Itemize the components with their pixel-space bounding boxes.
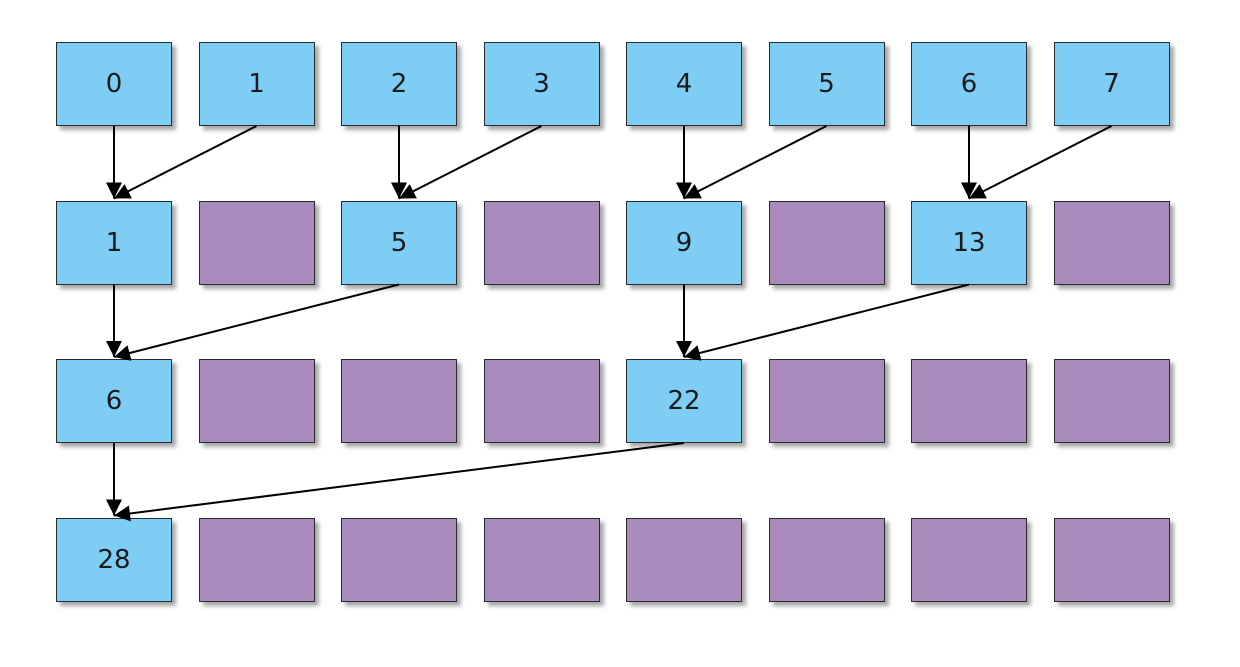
empty-cell (1053, 200, 1170, 285)
empty-cell (1053, 517, 1170, 602)
edge-arrow (113, 283, 400, 361)
value-cell: 22 (626, 359, 742, 443)
empty-cell (768, 517, 885, 602)
edge-arrow (683, 125, 827, 200)
edge-arrow (398, 125, 542, 200)
value-cell: 4 (626, 42, 742, 126)
empty-cell (483, 359, 600, 443)
value-cell: 5 (341, 200, 457, 285)
empty-cell (768, 200, 885, 285)
value-cell: 28 (56, 517, 172, 602)
value-cell: 7 (1053, 42, 1170, 126)
empty-cell (483, 200, 600, 285)
value-cell: 5 (768, 42, 885, 126)
value-cell: 2 (341, 42, 457, 126)
empty-cell (341, 359, 457, 443)
empty-cell (198, 359, 315, 443)
value-cell: 9 (626, 200, 742, 285)
value-cell: 1 (198, 42, 315, 126)
value-cell: 6 (911, 42, 1027, 126)
empty-cell (341, 517, 457, 602)
value-cell: 3 (483, 42, 600, 126)
edge-arrow (113, 442, 685, 522)
edge-arrow (968, 125, 1112, 200)
empty-cell (198, 517, 315, 602)
empty-cell (768, 359, 885, 443)
empty-cell (198, 200, 315, 285)
empty-cell (483, 517, 600, 602)
value-cell: 6 (56, 359, 172, 443)
value-cell: 13 (911, 200, 1027, 285)
empty-cell (1053, 359, 1170, 443)
empty-cell (626, 517, 742, 602)
edge-arrow (113, 125, 257, 200)
empty-cell (911, 359, 1027, 443)
value-cell: 0 (56, 42, 172, 126)
empty-cell (911, 517, 1027, 602)
value-cell: 1 (56, 200, 172, 285)
edge-arrow (683, 283, 970, 361)
